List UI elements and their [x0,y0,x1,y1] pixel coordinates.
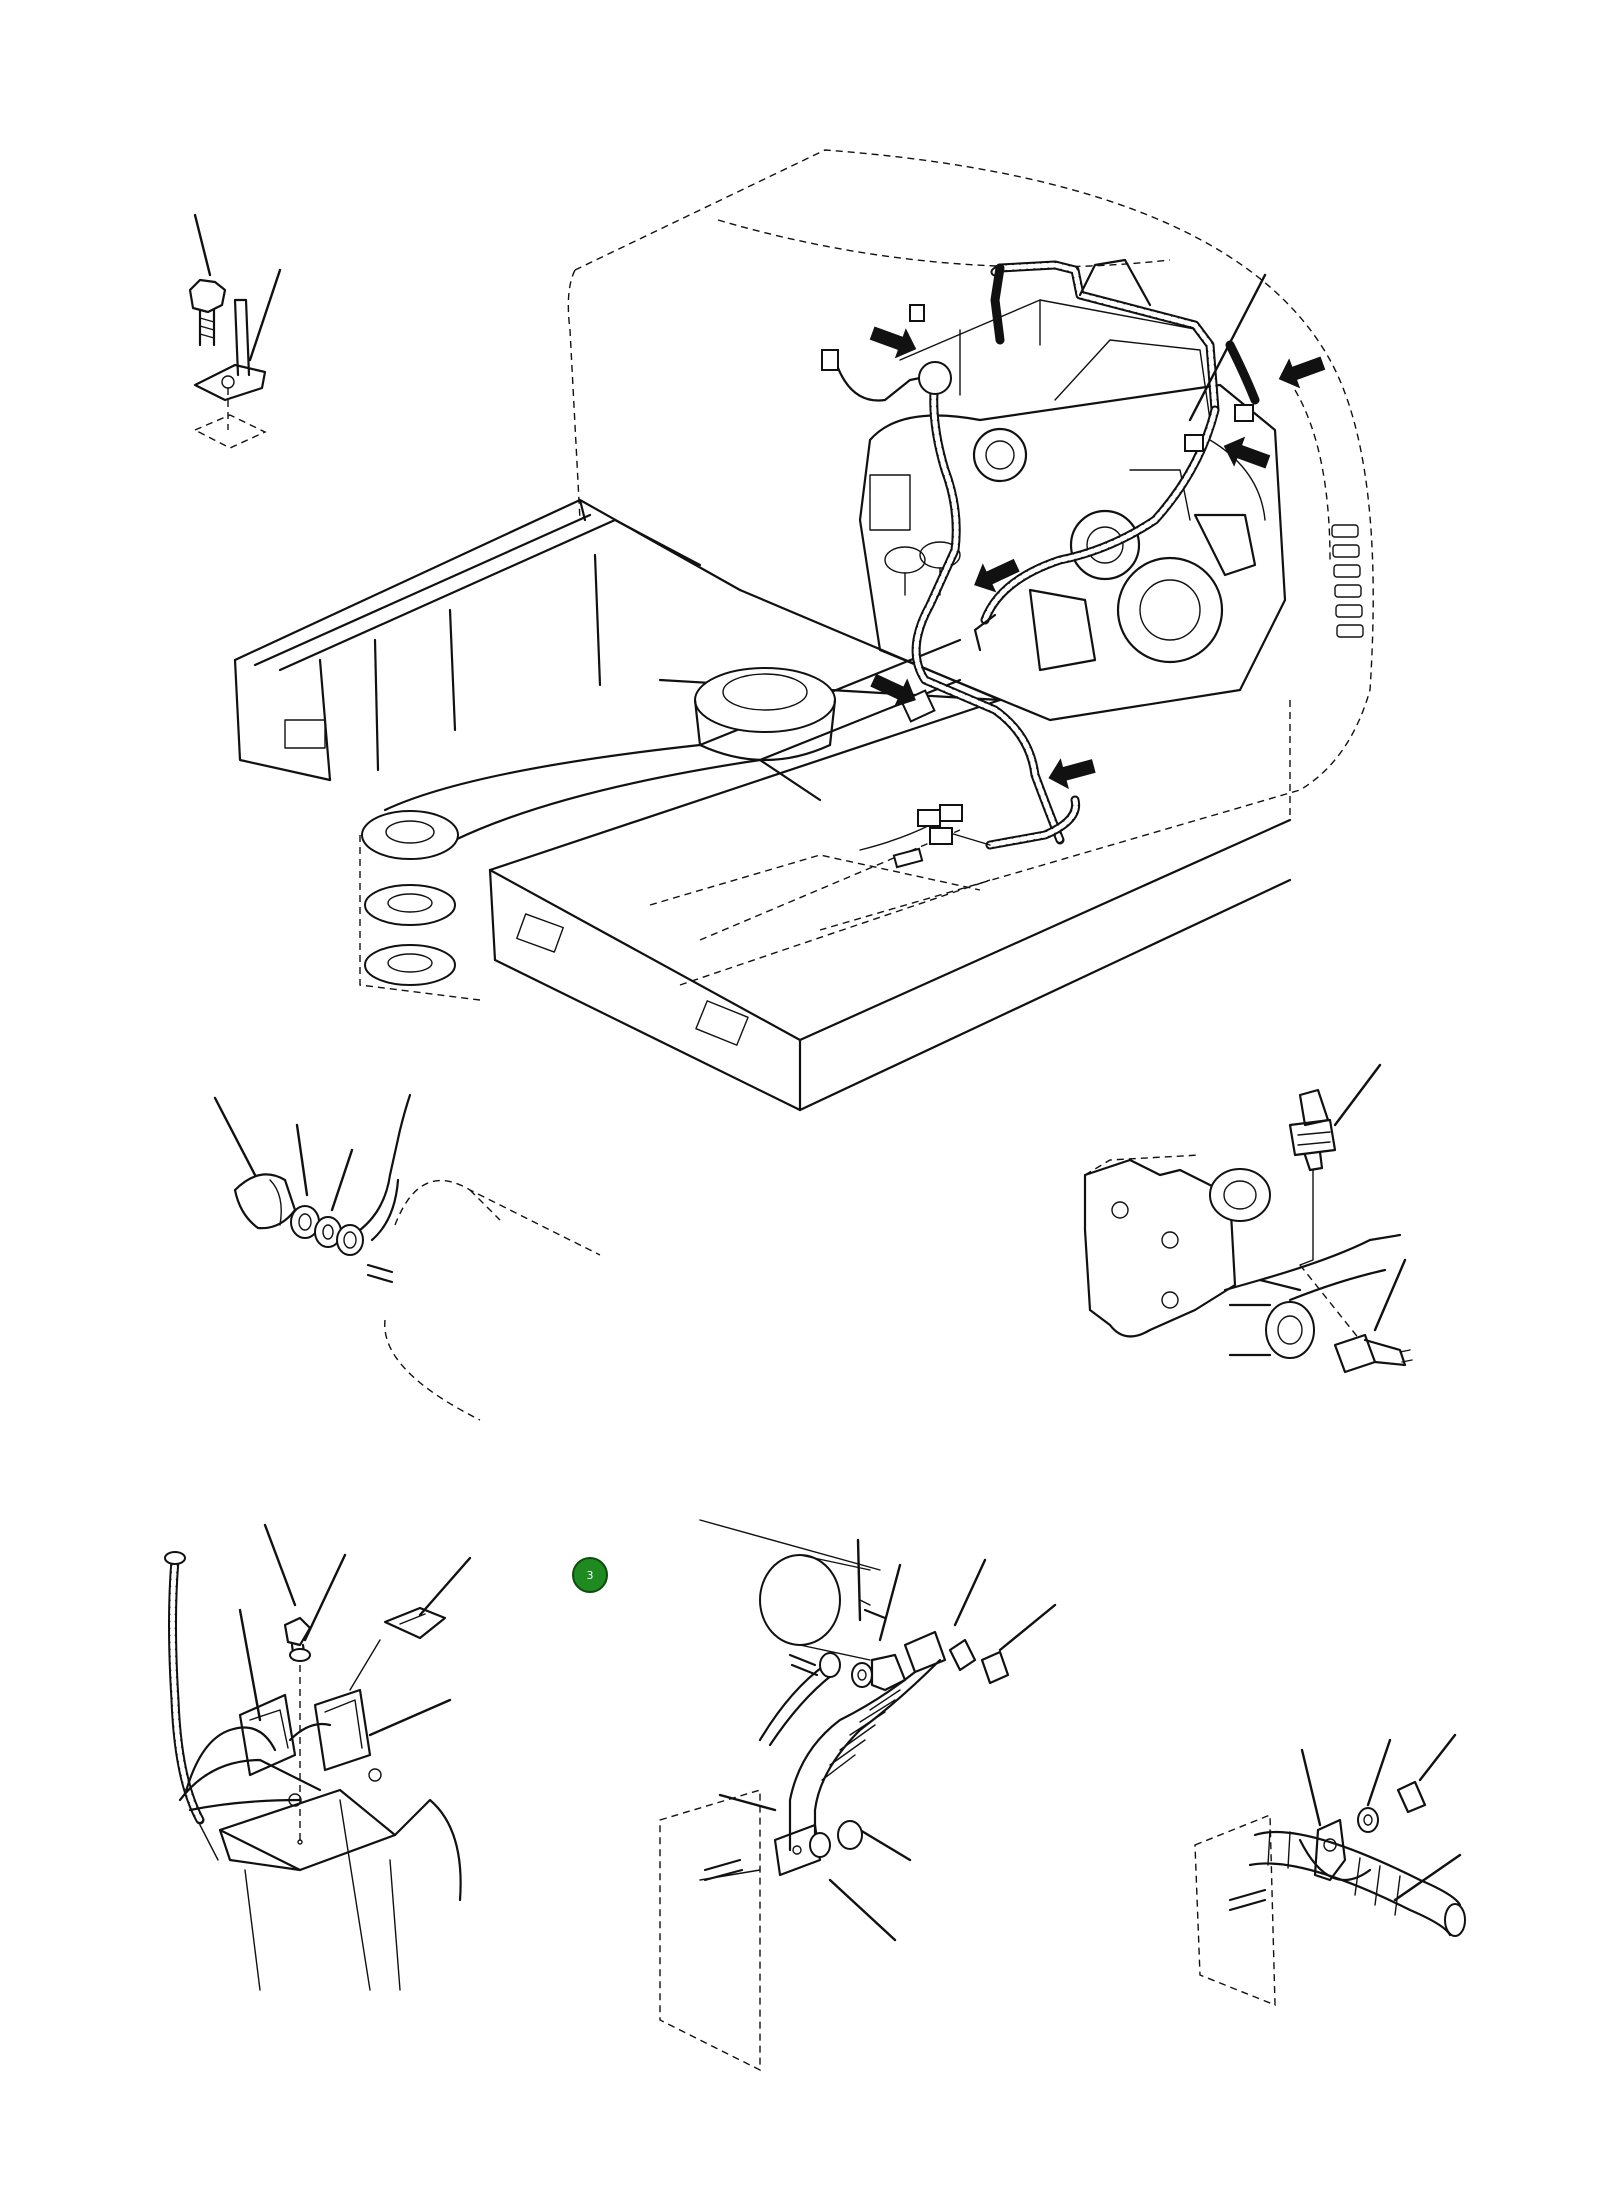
wiring-harness [821,258,1260,869]
engine [858,299,1287,722]
starter-terminal-detail [213,1093,601,1421]
callout-arrows [869,326,1326,790]
boom-arm [359,638,962,1001]
arrow-icon [1048,758,1096,790]
arrow-icon [869,326,917,359]
connector-mount-detail [164,1523,472,1991]
ground-strap-detail [659,1519,1057,2072]
swing-bearing [693,667,837,762]
page-marker: 3 [572,1557,608,1593]
frame [233,498,1292,1112]
arrow-icon [870,673,916,708]
green-dot-icon [573,1558,607,1592]
machine-assembly [233,149,1374,1112]
page-marker-label: 3 [587,1569,594,1582]
tube-clamp-detail [1194,1733,1466,2007]
arrow-icon [1223,436,1271,469]
arrow-icon [974,558,1020,593]
bolt-clip-detail [188,213,282,449]
leader-line [1188,273,1267,422]
hood-vents [1331,524,1364,638]
arrow-icon [1278,356,1326,389]
engine-hood [567,149,1374,931]
sensor-block-detail [1083,1063,1413,1374]
